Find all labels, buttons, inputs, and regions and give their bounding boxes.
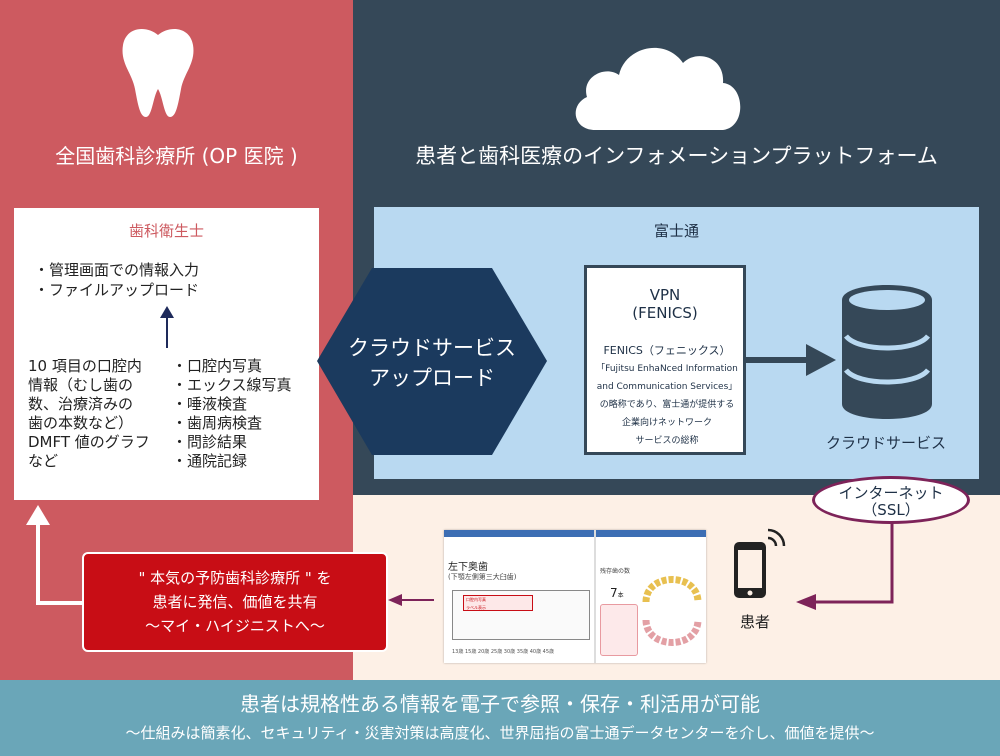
summary-sub: 〜仕組みは簡素化、セキュリティ・災害対策は高度化、世界屈指の富士通データセンター… <box>125 724 875 742</box>
screenshot-subtitle: (下顎左側第三大臼歯) <box>448 573 517 581</box>
smartphone-icon <box>734 528 786 598</box>
exam-item: ・唾液検査 <box>172 395 248 413</box>
screenshot-photo-area: 口腔内写真 ラベル表示 <box>452 590 590 640</box>
summary-main: 患者は規格性ある情報を電子で参照・保存・利活用が可能 <box>240 692 760 716</box>
oral-info-list: 10 項目の口腔内 情報（むし歯の 数、治療済みの 歯の本数など） DMFT 値… <box>28 357 150 470</box>
fujitsu-label: 富士通 <box>653 222 699 240</box>
cloud-icon <box>575 47 741 130</box>
upload-label: クラウドサービス アップロード <box>348 336 516 390</box>
exam-item: ・問診結果 <box>172 433 248 451</box>
clinic-title: 全国歯科診療所 (OP 医院 ) <box>55 144 298 168</box>
vpn-description: FENICS（フェニックス） 「Fujitsu EnhaNced Informa… <box>596 344 738 446</box>
screenshot-stat-card <box>600 604 638 656</box>
dental-chart-icon <box>642 576 702 646</box>
database-icon <box>842 285 932 419</box>
exam-items-list: ・口腔内写真 ・エックス線写真 ・唾液検査 ・歯周病検査 ・問診結果 ・通院記録 <box>172 357 318 471</box>
tooth-icon <box>122 29 194 118</box>
vpn-title: VPN (FENICS) <box>632 286 698 322</box>
screenshot-title: 左下奥歯 <box>448 562 488 573</box>
task-item: ・管理画面での情報入力 <box>34 261 200 279</box>
cloud-service-label: クラウドサービス <box>825 434 946 452</box>
exam-item: ・通院記録 <box>172 452 248 470</box>
hygienist-tasks: ・管理画面での情報入力 ・ファイルアップロード <box>34 260 199 300</box>
return-arrow <box>26 505 82 605</box>
screenshot-stat-value: 7本 <box>610 586 624 600</box>
hygienist-box: 歯科衛生士 ・管理画面での情報入力 ・ファイルアップロード 10 項目の口腔内 … <box>14 208 319 500</box>
vpn-box: VPN (FENICS) FENICS（フェニックス） 「Fujitsu Enh… <box>584 265 746 455</box>
arrow-to-value <box>388 594 434 606</box>
patient-label: 患者 <box>739 613 770 631</box>
summary-bar <box>0 680 1000 756</box>
platform-title: 患者と歯科医療のインフォメーションプラットフォーム <box>415 144 938 168</box>
exam-item: ・歯周病検査 <box>172 414 263 432</box>
screenshot-stat-label: 残存歯の数 <box>600 568 631 575</box>
screenshot-timeline: 13歳 15歳 20歳 25歳 30歳 35歳 40歳 45歳 <box>452 649 555 655</box>
app-screenshot: 左下奥歯 (下顎左側第三大臼歯) 口腔内写真 ラベル表示 13歳 15歳 20歳… <box>444 530 706 663</box>
task-item: ・ファイルアップロード <box>34 281 200 299</box>
exam-item: ・エックス線写真 <box>172 376 292 394</box>
value-message-box: " 本気の予防歯科診療所 " を 患者に発信、価値を共有 〜マイ・ハイジニストへ… <box>82 552 388 652</box>
hygienist-heading: 歯科衛生士 <box>128 222 204 240</box>
arrow-up-icon <box>160 306 174 348</box>
internet-ssl-badge: インターネット （SSL） <box>812 476 970 524</box>
exam-item: ・口腔内写真 <box>172 357 263 375</box>
arrow-right-icon <box>746 344 836 376</box>
arrow-to-patient <box>796 520 894 610</box>
upload-hexagon <box>317 268 547 455</box>
